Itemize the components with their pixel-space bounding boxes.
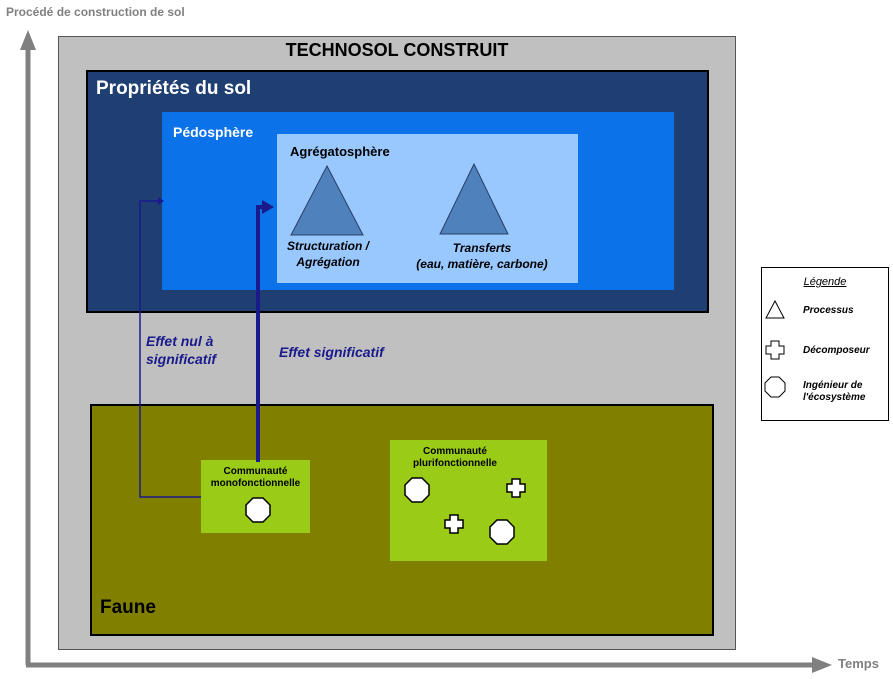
weak-effect-line: Effet nul à: [146, 333, 214, 349]
fauna-title: Faune: [100, 597, 156, 618]
legend-engineer-line: l'écosystème: [803, 392, 866, 403]
pluri-community-line: Communauté: [423, 446, 487, 457]
x-axis-label: Temps: [838, 656, 879, 671]
legend-engineer-label: Ingénieur de l'écosystème: [803, 380, 865, 404]
process-label-line: (eau, matière, carbone): [416, 257, 548, 271]
x-axis-arrowhead: [812, 657, 832, 673]
weak-effect-line: significatif: [146, 351, 217, 367]
process-label-line: Transferts: [452, 241, 512, 255]
legend-title: Légende: [803, 276, 847, 288]
process-label-line: Agrégation: [296, 255, 360, 269]
strong-effect-arrowhead: [262, 200, 274, 214]
weak-effect-arrow: [139, 200, 201, 498]
mono-community-title: Communauté monofonctionnelle: [201, 466, 310, 490]
legend-engineer-line: Ingénieur de: [803, 380, 863, 391]
y-axis-label: Procédé de construction de sol: [6, 5, 185, 19]
pluri-community-line: plurifonctionnelle: [413, 458, 497, 469]
pedosphere-title: Pédosphère: [173, 124, 254, 140]
aggregatosphere-title: Agrégatosphère: [290, 144, 390, 159]
mono-community-line: Communauté: [223, 466, 288, 477]
diagram-title: TECHNOSOL CONSTRUIT: [285, 40, 509, 60]
decomposer-icon: [765, 340, 785, 360]
weak-effect-label: Effet nul à significatif: [146, 332, 216, 368]
decomposer-icon: [506, 478, 526, 498]
mono-community-line: monofonctionnelle: [210, 478, 301, 489]
legend-process-label: Processus: [803, 305, 854, 316]
weak-effect-arrowhead: [158, 197, 164, 205]
legend-box: [761, 267, 889, 421]
ecosystem-engineer-icon: [489, 519, 515, 545]
process-label-transfers: Transferts (eau, matière, carbone): [392, 240, 572, 272]
process-label-structuration: Structuration / Agrégation: [272, 238, 384, 270]
decomposer-icon: [444, 514, 464, 534]
ecosystem-engineer-icon: [245, 497, 271, 523]
ecosystem-engineer-icon: [764, 376, 786, 398]
y-axis-arrowhead: [20, 30, 36, 50]
strong-effect-label: Effet significatif: [279, 344, 384, 360]
pluri-community-title: Communauté plurifonctionnelle: [400, 446, 510, 470]
process-label-line: Structuration /: [286, 239, 369, 253]
process-triangle-icon: [765, 299, 785, 319]
ecosystem-engineer-icon: [404, 477, 430, 503]
process-triangle-icon: [439, 162, 509, 235]
soil-properties-title: Propriétés du sol: [96, 78, 252, 99]
process-triangle-icon: [290, 164, 364, 236]
legend-decomposer-label: Décomposeur: [803, 345, 870, 356]
